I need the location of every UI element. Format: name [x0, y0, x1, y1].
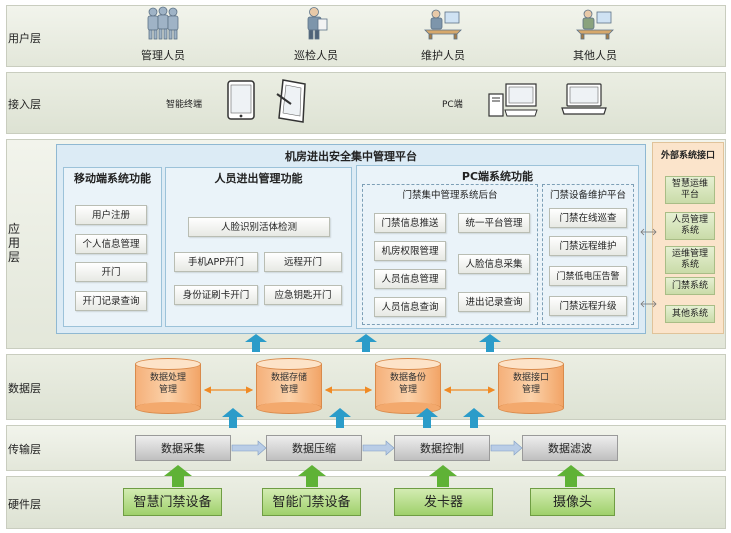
data-processing-store: 数据处理 管理 [135, 358, 201, 414]
data-interface-store: 数据接口 管理 [498, 358, 564, 414]
emergency-key-door-open: 应急钥匙开门 [264, 285, 342, 305]
bidirectional-arrow-icon [640, 228, 657, 236]
personnel-functions-title: 人员进出管理功能 [214, 172, 303, 185]
data-backup-label: 数据备份 管理 [389, 373, 426, 395]
user-maintainer: 维护人员 [403, 6, 483, 63]
laptop-icon [561, 83, 607, 115]
access-backend-title: 门禁集中管理系统后台 [402, 190, 498, 201]
remote-door-open: 远程开门 [264, 252, 342, 272]
data-processing-label: 数据处理 管理 [149, 373, 186, 395]
up-arrow-icon [429, 465, 457, 487]
data-storage-label: 数据存储 管理 [270, 373, 307, 395]
face-liveness-detection: 人脸识别活体检测 [188, 217, 330, 237]
desktop-computer-icon [488, 83, 538, 117]
user-other-label: 其他人员 [573, 49, 617, 62]
application-layer-label: 应 用 层 [8, 222, 21, 264]
maint-remote-upgrade: 门禁远程升级 [549, 296, 627, 316]
user-layer-label: 用户层 [8, 32, 41, 45]
up-arrow-icon [463, 408, 485, 428]
maint-remote-maintain: 门禁远程维护 [549, 236, 627, 256]
mobile-func-register: 用户注册 [75, 205, 147, 225]
data-interface-label: 数据接口 管理 [512, 373, 549, 395]
access-layer-band [6, 72, 726, 134]
bidirectional-arrow-icon [640, 300, 657, 308]
ext-other-systems: 其他系统 [665, 305, 715, 323]
backend-person-mgmt: 人员信息管理 [374, 269, 446, 289]
maint-low-voltage-alarm: 门禁低电压告警 [549, 266, 627, 286]
data-layer-label: 数据层 [8, 382, 41, 395]
up-arrow-icon [298, 465, 326, 487]
backend-access-log: 进出记录查询 [458, 292, 530, 312]
up-arrow-icon [222, 408, 244, 428]
transport-layer-label: 传输层 [8, 443, 41, 456]
pc-functions-title: PC端系统功能 [461, 170, 534, 183]
up-arrow-icon [479, 334, 501, 352]
stylus-tablet-icon [276, 79, 306, 123]
backend-person-query: 人员信息查询 [374, 297, 446, 317]
mobile-functions-title: 移动端系统功能 [74, 172, 151, 185]
data-storage-store: 数据存储 管理 [256, 358, 322, 414]
people-group-icon [147, 6, 179, 40]
ext-smart-ops-platform: 智慧运维 平台 [665, 176, 715, 204]
app-door-open: 手机APP开门 [174, 252, 258, 272]
ext-access-system: 门禁系统 [665, 277, 715, 295]
external-interfaces-title: 外部系统接口 [660, 151, 715, 161]
worker-at-desk-icon [424, 9, 462, 40]
user-maintainer-label: 维护人员 [421, 49, 465, 62]
tablet-icon [227, 80, 255, 120]
hardware-intelligent-access: 智能门禁设备 [262, 488, 361, 516]
user-manager-label: 管理人员 [141, 49, 185, 62]
pc-label: PC端 [442, 100, 463, 110]
up-arrow-icon [164, 465, 192, 487]
transport-collect: 数据采集 [135, 435, 231, 461]
access-backend-panel: 门禁集中管理系统后台 [362, 184, 538, 325]
backend-info-push: 门禁信息推送 [374, 213, 446, 233]
transport-control: 数据控制 [394, 435, 490, 461]
user-other: 其他人员 [555, 6, 635, 63]
maint-online-patrol: 门禁在线巡查 [549, 208, 627, 228]
hardware-camera: 摄像头 [530, 488, 615, 516]
right-arrow-icon [231, 440, 267, 456]
transport-filter: 数据滤波 [522, 435, 618, 461]
hardware-card-issuer: 发卡器 [394, 488, 493, 516]
mobile-terminal-label: 智能终端 [166, 100, 203, 110]
mobile-func-profile: 个人信息管理 [75, 234, 147, 254]
platform-title: 机房进出安全集中管理平台 [285, 150, 417, 163]
hardware-smart-access: 智慧门禁设备 [123, 488, 222, 516]
right-arrow-icon [362, 440, 395, 456]
up-arrow-icon [329, 408, 351, 428]
user-manager: 管理人员 [123, 6, 203, 63]
access-layer-label: 接入层 [8, 98, 41, 111]
user-inspector: 巡检人员 [276, 6, 356, 63]
backend-unified-mgmt: 统一平台管理 [458, 213, 530, 233]
ext-personnel-mgmt: 人员管理 系统 [665, 212, 715, 240]
device-maintenance-title: 门禁设备维护平台 [549, 190, 626, 201]
transport-compress: 数据压缩 [266, 435, 362, 461]
mobile-func-door-log: 开门记录查询 [75, 291, 147, 311]
hardware-layer-label: 硬件层 [8, 498, 41, 511]
up-arrow-icon [355, 334, 377, 352]
data-backup-store: 数据备份 管理 [375, 358, 441, 414]
backend-room-permission: 机房权限管理 [374, 241, 446, 261]
worker-at-desk-icon [576, 9, 614, 40]
right-arrow-icon [490, 440, 523, 456]
up-arrow-icon [557, 465, 585, 487]
up-arrow-icon [245, 334, 267, 352]
id-card-door-open: 身份证刷卡开门 [174, 285, 258, 305]
user-inspector-label: 巡检人员 [294, 49, 338, 62]
backend-face-collect: 人脸信息采集 [458, 254, 530, 274]
inspector-icon [307, 7, 328, 40]
device-maintenance-panel: 门禁设备维护平台 [542, 184, 634, 325]
ext-ops-mgmt: 运维管理 系统 [665, 246, 715, 274]
mobile-func-open-door: 开门 [75, 262, 147, 282]
up-arrow-icon [416, 408, 438, 428]
